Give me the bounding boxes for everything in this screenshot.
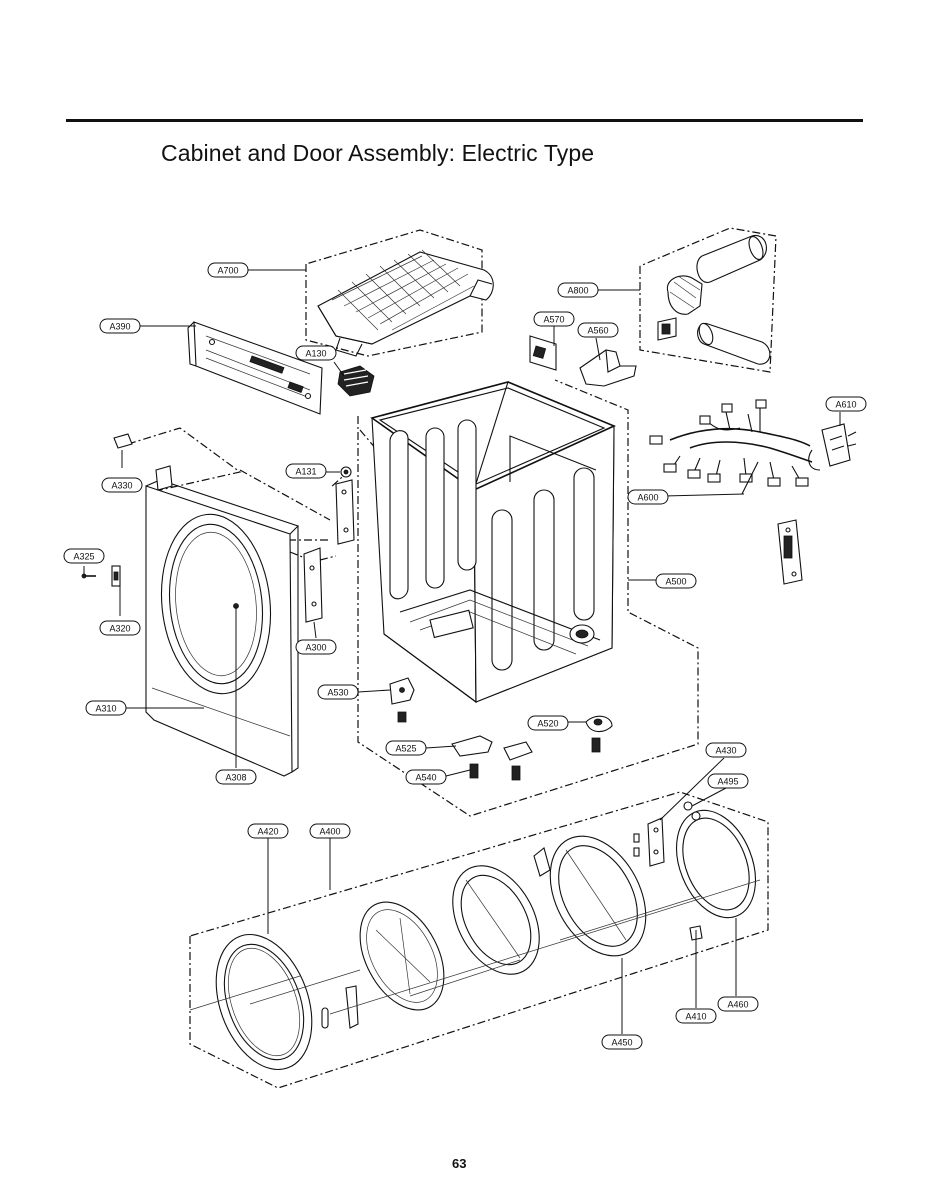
svg-text:A308: A308 <box>225 773 246 783</box>
page-title: Cabinet and Door Assembly: Electric Type <box>161 140 595 166</box>
clip-a330-part <box>113 433 133 449</box>
door-hinge-plate-part <box>633 817 665 867</box>
hinge-strip-part <box>335 479 355 545</box>
svg-text:A560: A560 <box>587 326 608 336</box>
front-panel-part <box>145 465 300 777</box>
svg-text:A430: A430 <box>715 746 736 756</box>
duct-part <box>657 235 771 365</box>
svg-text:A700: A700 <box>217 266 238 276</box>
callout-a300: A300 <box>295 639 337 655</box>
group-box-cabinet <box>357 379 699 817</box>
door-switch-part <box>777 519 803 585</box>
callout-a570: A570 <box>533 311 575 327</box>
callout-a410: A410 <box>675 1008 717 1024</box>
callout-a610: A610 <box>825 396 867 412</box>
callout-a330: A330 <box>101 477 143 493</box>
foot-bracket-a530-part <box>389 677 415 705</box>
callout-a420: A420 <box>247 823 289 839</box>
leader-lines <box>83 269 841 1034</box>
callout-a320: A320 <box>99 620 141 636</box>
door-back-ring-part <box>676 809 756 919</box>
bracket-a300-part <box>303 547 337 623</box>
callout-a530: A530 <box>317 684 359 700</box>
callout-a800: A800 <box>557 282 599 298</box>
door-guide-lines <box>189 879 761 1015</box>
svg-text:A320: A320 <box>109 624 130 634</box>
callout-a390: A390 <box>99 318 141 334</box>
svg-text:A130: A130 <box>305 349 326 359</box>
door-outer-frame-part <box>215 933 313 1071</box>
callout-a400: A400 <box>309 823 351 839</box>
callout-a540: A540 <box>405 769 447 785</box>
svg-text:A495: A495 <box>717 777 738 787</box>
foot-bracket-a520-part <box>585 715 613 733</box>
svg-text:A520: A520 <box>537 719 558 729</box>
callout-a600: A600 <box>627 489 669 505</box>
callout-a130: A130 <box>295 345 337 361</box>
callout-a525: A525 <box>385 740 427 756</box>
header-rule <box>66 119 863 122</box>
group-box-top-cover <box>305 229 483 357</box>
bracket-a560-part <box>579 349 637 387</box>
callout-a460: A460 <box>717 996 759 1012</box>
svg-text:A330: A330 <box>111 481 132 491</box>
knob-a131-part <box>340 466 352 478</box>
svg-text:A610: A610 <box>835 400 856 410</box>
svg-text:A390: A390 <box>109 322 130 332</box>
svg-text:A450: A450 <box>611 1038 632 1048</box>
svg-text:A540: A540 <box>415 773 436 783</box>
leveling-legs-part <box>397 711 601 781</box>
callout-a495: A495 <box>707 773 749 789</box>
bracket-a570-part <box>529 335 557 371</box>
group-box-door <box>189 791 769 1089</box>
cabinet-part <box>370 381 617 704</box>
wire-harness-part <box>649 399 813 495</box>
door-inner-ring-part <box>452 865 540 975</box>
svg-text:A400: A400 <box>319 827 340 837</box>
callout-a500: A500 <box>655 573 697 589</box>
svg-text:A570: A570 <box>543 315 564 325</box>
control-bracket-part <box>187 321 323 415</box>
guide-line-a330 <box>127 427 242 491</box>
svg-text:A420: A420 <box>257 827 278 837</box>
svg-text:A525: A525 <box>395 744 416 754</box>
foot-bracket-a525-part <box>451 735 493 757</box>
group-box-duct <box>639 227 777 373</box>
callout-a131: A131 <box>285 463 327 479</box>
top-cover-part <box>317 249 494 357</box>
callout-a308: A308 <box>215 769 257 785</box>
svg-text:A410: A410 <box>685 1012 706 1022</box>
svg-text:A530: A530 <box>327 688 348 698</box>
svg-text:A500: A500 <box>665 577 686 587</box>
svg-text:A800: A800 <box>567 286 588 296</box>
connector-part <box>337 365 375 397</box>
svg-text:A300: A300 <box>305 643 326 653</box>
svg-text:A600: A600 <box>637 493 658 503</box>
svg-text:A310: A310 <box>95 704 116 714</box>
terminal-block-part <box>808 423 857 471</box>
svg-text:A460: A460 <box>727 1000 748 1010</box>
svg-text:A325: A325 <box>73 552 94 562</box>
door-gasket-ring-part <box>533 835 647 957</box>
callout-a325: A325 <box>63 548 105 564</box>
page-number: 63 <box>452 1156 467 1171</box>
callout-a560: A560 <box>577 322 619 338</box>
callout-a700: A700 <box>207 262 249 278</box>
callout-a430: A430 <box>705 742 747 758</box>
callout-a520: A520 <box>527 715 569 731</box>
callout-a310: A310 <box>85 700 127 716</box>
door-glass-part <box>359 901 445 1011</box>
svg-text:A131: A131 <box>295 467 316 477</box>
hinge-a320-part <box>111 565 121 587</box>
callout-a450: A450 <box>601 1034 643 1050</box>
